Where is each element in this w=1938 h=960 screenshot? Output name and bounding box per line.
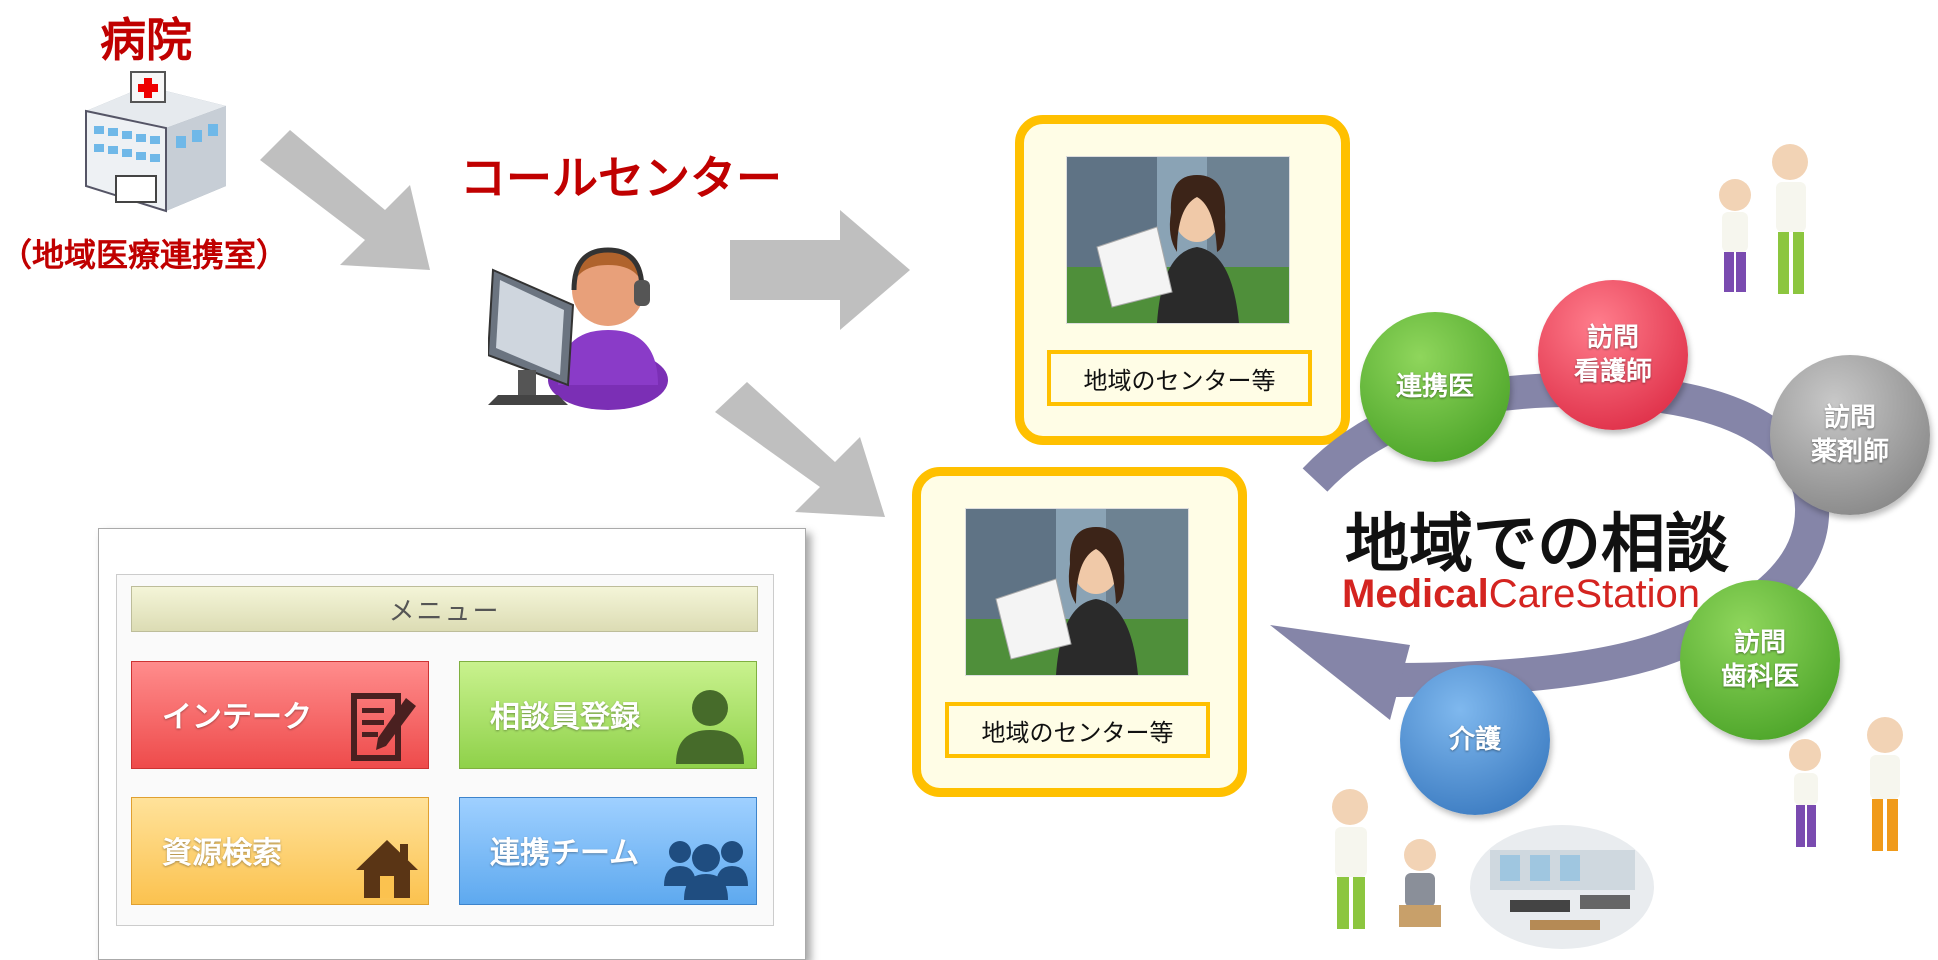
node-renkei-i: 連携医 [1360, 312, 1510, 462]
person-icon [676, 690, 744, 764]
register-counselor-button[interactable]: 相談員登録 [459, 661, 757, 769]
resource-search-button-label: 資源検索 [162, 836, 282, 871]
node-houmon-shikai: 訪問 歯科医 [1680, 580, 1840, 740]
collaboration-team-button[interactable]: 連携チーム [459, 797, 757, 905]
center-label-top: 地域のセンター等 [1047, 350, 1312, 406]
businesswoman-photo-bottom [965, 508, 1189, 676]
menu-header: メニュー [131, 586, 758, 632]
cycle-title: 地域での相談 [1345, 508, 1729, 582]
figures-bottom-care [1332, 789, 1441, 929]
node-houmon-kangoshi: 訪問 看護師 [1538, 280, 1688, 430]
hospital-building-icon [85, 71, 226, 213]
hospital-title: 病院 [100, 13, 192, 67]
brand-logo-bold: Medical [1342, 572, 1489, 616]
arrow-hospital-to-callcenter [260, 130, 430, 270]
brand-logo-light: CareStation [1488, 572, 1700, 616]
resource-search-button[interactable]: 資源検索 [131, 797, 429, 905]
businesswoman-photo-top [1066, 156, 1290, 324]
figures-top-right [1719, 144, 1808, 294]
center-label-bottom: 地域のセンター等 [945, 702, 1210, 758]
figures-bottom-right [1789, 717, 1903, 851]
menu-panel: メニュー インテーク 相談員登録 資源検索 連 [116, 574, 774, 926]
group-icon [664, 841, 748, 900]
intake-button[interactable]: インテーク [131, 661, 429, 769]
brand-logo: MedicalCareStation [1342, 572, 1700, 617]
rehab-room-photo [1470, 825, 1654, 949]
home-icon [356, 840, 418, 898]
node-kaigo: 介護 [1400, 665, 1550, 815]
operator-icon [488, 247, 668, 410]
register-counselor-button-label: 相談員登録 [490, 700, 640, 735]
document-edit-icon [351, 693, 416, 761]
arrow-callcenter-to-center-top [730, 210, 910, 330]
callcenter-title: コールセンター [460, 151, 782, 205]
hospital-subtitle: （地域医療連携室） [0, 236, 289, 274]
arrow-callcenter-to-center-bottom [715, 382, 885, 517]
collaboration-team-button-label: 連携チーム [490, 836, 640, 871]
intake-button-label: インテーク [162, 700, 312, 735]
menu-screenshot: メニュー インテーク 相談員登録 資源検索 連 [98, 528, 806, 960]
node-houmon-yakuzaishi: 訪問 薬剤師 [1770, 355, 1930, 515]
